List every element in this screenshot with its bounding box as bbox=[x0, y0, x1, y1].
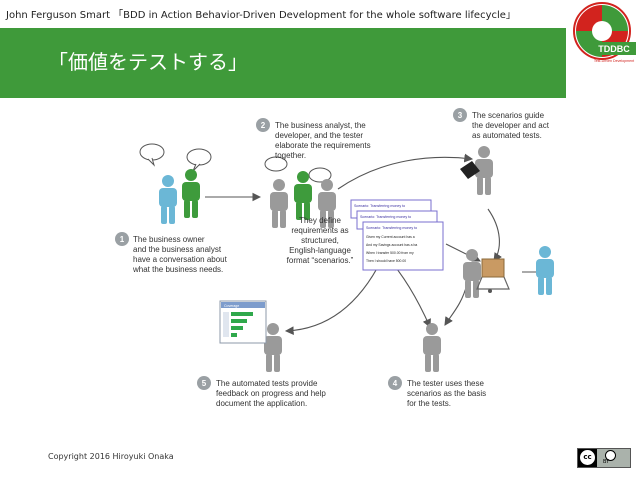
step-text-line: The business analyst, the bbox=[275, 121, 366, 130]
customer-person-icon bbox=[536, 246, 554, 295]
step-text-line: developer, and the tester bbox=[275, 131, 363, 140]
step-text-line: The automated tests provide bbox=[216, 379, 318, 388]
scenario-line: Given my Current account has a bbox=[366, 235, 415, 239]
tddbc-logo: TDDBC Test-Driven Development bbox=[566, 0, 638, 70]
caption-line: structured, bbox=[301, 236, 339, 245]
business-analyst-person-icon bbox=[294, 171, 312, 220]
scenario-card-title: Scenario: Transferring money to bbox=[360, 215, 411, 219]
step-number: 3 bbox=[458, 111, 463, 120]
cc-icon: cc bbox=[580, 450, 595, 465]
cc-by-label: BY bbox=[603, 459, 609, 465]
center-caption: They define requirements as structured, … bbox=[287, 216, 354, 265]
header-bar: John Ferguson Smart 「BDD in Action Behav… bbox=[0, 0, 638, 28]
report-header: Coverage bbox=[224, 304, 239, 308]
speech-bubble-icon bbox=[140, 144, 164, 160]
developer-person-icon bbox=[463, 249, 481, 298]
report-label-column bbox=[223, 312, 229, 337]
step-text-line: feedback on progress and help bbox=[216, 389, 326, 398]
step-text-line: The tester uses these bbox=[407, 379, 484, 388]
reader-person-icon bbox=[264, 323, 282, 372]
step-number: 4 bbox=[393, 379, 398, 388]
bdd-process-diagram: Scenario: Transferring money to Scenario… bbox=[2, 99, 636, 415]
business-owner-person-icon bbox=[159, 175, 177, 224]
step-number: 5 bbox=[202, 379, 207, 388]
step-text-line: as automated tests. bbox=[472, 131, 542, 140]
scenario-line: Then I should have 500.00 bbox=[366, 259, 406, 263]
step-text-line: document the application. bbox=[216, 399, 307, 408]
caption-line: requirements as bbox=[291, 226, 348, 235]
scenario-card-title: Scenario: Transferring money to bbox=[366, 226, 417, 230]
step-1: 1 The business owner and the business an… bbox=[115, 232, 228, 274]
scenario-card-title: Scenario: Transferring money to bbox=[354, 204, 405, 208]
step-text-line: and the business analyst bbox=[133, 245, 222, 254]
report-bar bbox=[231, 319, 247, 323]
step-text-line: together. bbox=[275, 151, 306, 160]
report-bar bbox=[231, 333, 237, 337]
report-bar bbox=[231, 326, 243, 330]
step-text-line: what the business needs. bbox=[132, 265, 223, 274]
step-number: 2 bbox=[261, 121, 266, 130]
scenario-cards: Scenario: Transferring money to Scenario… bbox=[351, 200, 443, 270]
test-report-document: Coverage bbox=[220, 301, 266, 343]
step-number: 1 bbox=[120, 235, 125, 244]
arrow-3-to-dev bbox=[488, 209, 499, 261]
developer-with-laptop bbox=[460, 146, 493, 195]
tester-person-icon bbox=[423, 323, 441, 372]
step-text-line: for the tests. bbox=[407, 399, 451, 408]
developer-delivering-box bbox=[463, 249, 509, 298]
logo-text: TDDBC bbox=[598, 44, 630, 54]
arrow-dev-to-4 bbox=[445, 284, 467, 325]
step-text-line: have a conversation about bbox=[133, 255, 228, 264]
copyright-notice: Copyright 2016 Hiroyuki Onaka bbox=[48, 452, 174, 461]
step-4: 4 The tester uses these scenarios as the… bbox=[388, 376, 486, 408]
header-citation: John Ferguson Smart 「BDD in Action Behav… bbox=[6, 6, 516, 21]
hand-truck-icon bbox=[477, 277, 509, 289]
caption-line: They define bbox=[299, 216, 341, 225]
step-3: 3 The scenarios guide the developer and … bbox=[453, 108, 550, 140]
scenario-line: When I transfer 500.00 from my bbox=[366, 251, 414, 255]
step-text-line: scenarios as the basis bbox=[407, 389, 486, 398]
logo-subtext: Test-Driven Development bbox=[594, 59, 634, 63]
caption-line: format “scenarios.” bbox=[287, 256, 354, 265]
step-text-line: The business owner bbox=[133, 235, 205, 244]
step-text-line: elaborate the requirements bbox=[275, 141, 371, 150]
speech-bubble-icon bbox=[187, 149, 211, 165]
logo-graphic: TDDBC Test-Driven Development bbox=[566, 0, 638, 70]
arrow-2-to-3 bbox=[338, 157, 472, 189]
caption-line: English-language bbox=[289, 246, 351, 255]
step-text-line: The scenarios guide bbox=[472, 111, 545, 120]
step-2: 2 The business analyst, the developer, a… bbox=[256, 118, 371, 160]
cc-by-license-badge[interactable]: cc BY bbox=[577, 448, 631, 468]
report-bar bbox=[231, 312, 253, 316]
business-owner-and-analyst bbox=[140, 144, 211, 224]
package-box-icon bbox=[482, 259, 504, 277]
step-text-line: the developer and act bbox=[472, 121, 550, 130]
business-analyst-person-icon bbox=[182, 169, 200, 218]
scenario-line: And my Savings account has a ba bbox=[366, 243, 417, 247]
slide-title: 「価値をテストする」 bbox=[48, 46, 248, 75]
developer-person-icon bbox=[270, 179, 288, 228]
step-5: 5 The automated tests provide feedback o… bbox=[197, 376, 326, 408]
